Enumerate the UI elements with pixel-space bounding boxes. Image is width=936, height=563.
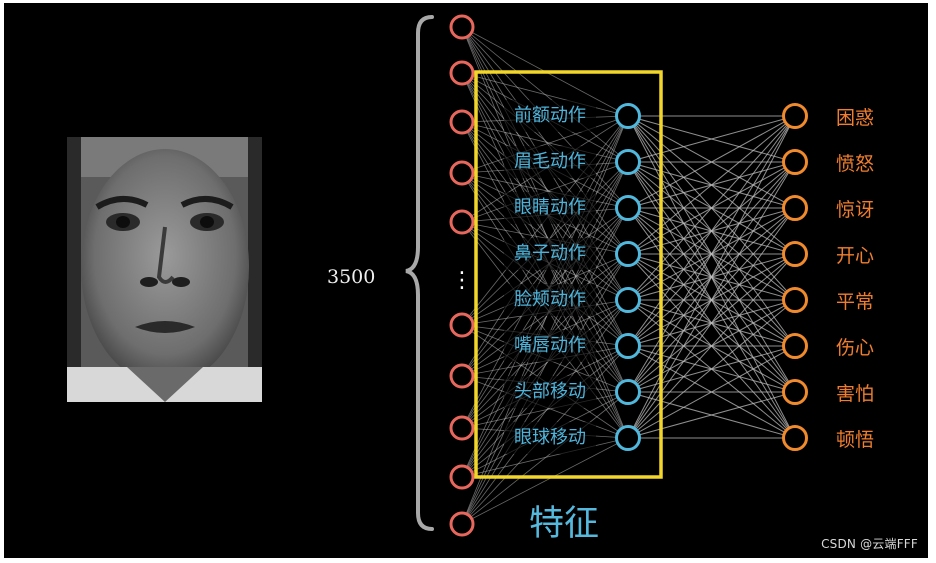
input-node xyxy=(449,312,475,338)
input-feature-edge xyxy=(461,172,629,209)
output-node xyxy=(782,149,808,175)
feature-highlight-box xyxy=(474,70,663,479)
watermark: CSDN @云端FFF xyxy=(821,537,918,551)
feature-output-edge xyxy=(627,345,796,439)
feature-label: 头部移动 xyxy=(504,376,596,408)
feature-node xyxy=(615,379,641,405)
feature-node xyxy=(615,195,641,221)
feature-output-edge xyxy=(627,115,796,301)
input-node xyxy=(449,363,475,389)
feature-output-edge xyxy=(627,161,796,439)
input-feature-edge xyxy=(461,72,629,301)
feature-node xyxy=(615,241,641,267)
network-diagram: ⋮ xyxy=(405,14,808,537)
input-feature-edge xyxy=(461,437,629,525)
input-node xyxy=(449,464,475,490)
input-feature-edge xyxy=(461,121,629,163)
input-feature-edge xyxy=(461,72,629,393)
face-photo xyxy=(67,137,262,402)
feature-node xyxy=(615,287,641,313)
input-feature-edge xyxy=(461,72,629,117)
input-feature-edge xyxy=(461,207,629,429)
feature-output-edge xyxy=(627,207,796,439)
feature-label: 脸颊动作 xyxy=(504,284,596,316)
output-label: 开心 xyxy=(836,245,875,267)
input-feature-edge xyxy=(461,172,629,393)
feature-output-edge xyxy=(627,299,796,439)
input-node xyxy=(449,60,475,86)
feature-label: 嘴唇动作 xyxy=(504,330,596,362)
output-label: 平常 xyxy=(836,291,875,313)
output-label: 顿悟 xyxy=(836,429,875,451)
output-label: 害怕 xyxy=(836,383,875,405)
input-count-label: 3500 xyxy=(327,266,376,288)
feature-output-edge xyxy=(627,115,796,255)
feature-node xyxy=(615,103,641,129)
output-node xyxy=(782,379,808,405)
figure-canvas: ⋮ 3500 前额动作眉毛动作眼睛动作鼻子动作脸颊动作嘴唇动作头部移动眼球移动 … xyxy=(4,3,928,558)
output-node xyxy=(782,333,808,359)
feature-label: 眼球移动 xyxy=(504,422,596,454)
input-node xyxy=(449,415,475,441)
output-label: 伤心 xyxy=(836,337,875,359)
feature-label: 眉毛动作 xyxy=(504,146,596,178)
input-feature-edge xyxy=(461,115,629,174)
output-label: 愤怒 xyxy=(836,153,875,175)
output-node xyxy=(782,241,808,267)
feature-title: 特征 xyxy=(529,504,600,544)
output-label: 困惑 xyxy=(836,107,875,129)
input-feature-edge xyxy=(461,121,629,347)
input-node xyxy=(449,209,475,235)
input-feature-edge xyxy=(461,115,629,525)
feature-output-edge xyxy=(627,115,796,209)
feature-output-edge xyxy=(627,115,796,393)
output-node xyxy=(782,425,808,451)
input-feature-edge xyxy=(461,121,629,255)
input-brace xyxy=(405,15,434,531)
output-label: 惊讶 xyxy=(836,199,875,221)
output-node xyxy=(782,195,808,221)
feature-output-edge xyxy=(627,115,796,439)
input-feature-edge xyxy=(461,299,629,525)
input-feature-edge xyxy=(461,72,629,209)
input-feature-edge xyxy=(461,391,629,525)
feature-node xyxy=(615,149,641,175)
input-node xyxy=(449,14,475,40)
feature-node xyxy=(615,333,641,359)
feature-label: 鼻子动作 xyxy=(504,238,596,270)
feature-output-edge xyxy=(627,115,796,347)
feature-output-edge xyxy=(627,115,796,163)
feature-node xyxy=(615,425,641,451)
input-feature-edge xyxy=(461,207,629,525)
input-feature-edge xyxy=(461,172,629,301)
output-node xyxy=(782,103,808,129)
input-feature-edge xyxy=(461,299,629,429)
feature-label: 前额动作 xyxy=(504,100,596,132)
input-ellipsis: ⋮ xyxy=(451,268,473,293)
input-feature-edge xyxy=(461,115,629,429)
input-node xyxy=(449,160,475,186)
feature-label: 眼睛动作 xyxy=(504,192,596,224)
input-node xyxy=(449,511,475,537)
input-feature-edge xyxy=(461,121,629,439)
output-node xyxy=(782,287,808,313)
feature-output-edge xyxy=(627,391,796,439)
feature-output-edge xyxy=(627,253,796,439)
input-node xyxy=(449,109,475,135)
input-feature-edge xyxy=(461,391,629,429)
